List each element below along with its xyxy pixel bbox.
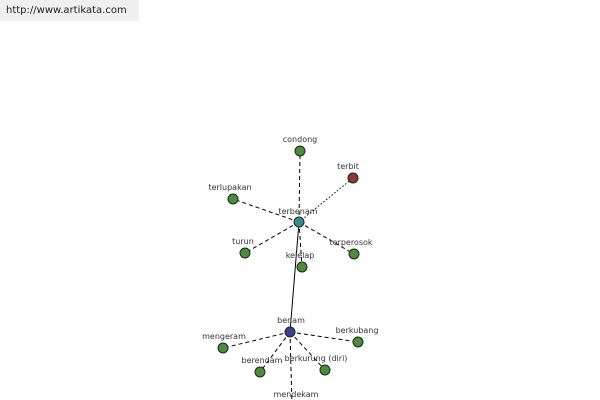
node-berkurung-label[interactable]: berkurung (diri) [285, 354, 348, 363]
edge-terbenam-benam [289, 221, 300, 333]
node-mengeram[interactable]: mengeram [202, 332, 246, 354]
source-url-banner[interactable]: http://www.artikata.com [0, 0, 139, 21]
node-berkurung-marker[interactable] [319, 364, 331, 376]
node-terlupakan[interactable]: terlupakan [208, 183, 252, 205]
edge-terbenam-condong [298, 150, 301, 223]
node-mendekam[interactable]: mendekam [274, 390, 319, 400]
node-condong[interactable]: condong [283, 135, 317, 157]
node-turun[interactable]: turun [232, 237, 254, 259]
node-turun-marker[interactable] [239, 247, 251, 259]
node-berendam-marker[interactable] [254, 366, 266, 378]
node-kelelap[interactable]: kelelap [286, 251, 315, 273]
node-mendekam-label[interactable]: mendekam [274, 390, 319, 399]
node-terbenam[interactable]: terbenam [278, 207, 318, 228]
node-condong-label[interactable]: condong [283, 135, 317, 144]
node-terbit[interactable]: terbit [337, 162, 359, 184]
node-berkurung[interactable]: berkurung (diri) [285, 354, 348, 376]
edge-terbenam-turun [244, 221, 300, 254]
edge-terbenam-terperosok [298, 221, 355, 255]
node-condong-marker[interactable] [294, 145, 306, 157]
node-benam-label[interactable]: benam [277, 316, 305, 325]
edge-terbenam-kelelap [298, 221, 303, 268]
node-terbenam-label[interactable]: terbenam [278, 207, 317, 216]
edge-terbenam-terlupakan [232, 198, 300, 223]
edge-benam-berendam [259, 331, 291, 373]
node-terlupakan-marker[interactable] [227, 193, 239, 205]
source-url-text[interactable]: http://www.artikata.com [6, 5, 127, 16]
edge-benam-mendekam [289, 331, 293, 400]
node-terperosok-marker[interactable] [348, 248, 360, 260]
node-terbit-marker[interactable] [347, 172, 359, 184]
node-benam[interactable]: benam [277, 316, 305, 338]
node-terbit-label[interactable]: terbit [337, 162, 359, 171]
node-berkubang-label[interactable]: berkubang [336, 326, 379, 335]
edge-benam-berkubang [289, 331, 359, 343]
node-terperosok-label[interactable]: terperosok [329, 238, 372, 247]
node-berkubang[interactable]: berkubang [336, 326, 379, 348]
node-mengeram-label[interactable]: mengeram [202, 332, 246, 341]
graph-edges [222, 150, 359, 400]
node-terlupakan-label[interactable]: terlupakan [208, 183, 251, 192]
edge-benam-berkurung [289, 331, 326, 371]
edge-terbenam-terbit [298, 177, 354, 223]
node-terbenam-marker[interactable] [293, 216, 305, 228]
node-kelelap-label[interactable]: kelelap [286, 251, 315, 260]
node-terperosok[interactable]: terperosok [329, 238, 373, 260]
node-berendam[interactable]: berendam [242, 356, 283, 378]
graph-nodes: terbenam benam condong terbit terlupakan turu… [202, 135, 379, 400]
node-berendam-label[interactable]: berendam [242, 356, 283, 365]
node-benam-marker[interactable] [284, 326, 296, 338]
node-kelelap-marker[interactable] [296, 261, 308, 273]
node-berkubang-marker[interactable] [352, 336, 364, 348]
node-turun-label[interactable]: turun [232, 237, 254, 246]
edge-benam-mengeram [222, 331, 291, 349]
node-mengeram-marker[interactable] [217, 342, 229, 354]
